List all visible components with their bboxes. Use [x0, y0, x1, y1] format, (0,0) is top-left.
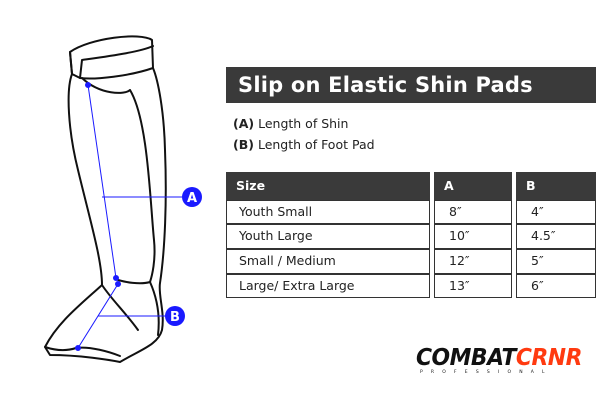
combatcrnr-logo: COMBATCRNR [416, 346, 582, 370]
measurement-lines [75, 82, 182, 351]
cell-b: 5″ [516, 249, 596, 274]
legend-item-a: (A) Length of Shin [233, 116, 348, 131]
logo-part1: COMBAT [416, 345, 516, 371]
legend-item-b: (B) Length of Foot Pad [233, 137, 375, 152]
shin-pad-outline [44, 35, 167, 363]
header-b: B [516, 172, 596, 200]
marker-b: B [165, 306, 185, 326]
legend-key: (B) [233, 137, 254, 152]
legend-key: (A) [233, 116, 255, 131]
page-title: Slip on Elastic Shin Pads [226, 67, 596, 103]
logo-tagline: PROFESSIONAL [420, 370, 553, 375]
svg-text:B: B [170, 310, 180, 325]
svg-text:A: A [187, 191, 197, 206]
header-a: A [434, 172, 512, 200]
cell-a: 10″ [434, 224, 512, 249]
marker-a: A [182, 187, 202, 207]
header-size: Size [226, 172, 430, 200]
logo-part2: CRNR [515, 345, 583, 371]
cell-a: 8″ [434, 200, 512, 224]
cell-size: Youth Small [226, 200, 430, 224]
cell-b: 6″ [516, 274, 596, 298]
cell-size: Youth Large [226, 224, 430, 249]
cell-a: 13″ [434, 274, 512, 298]
cell-b: 4″ [516, 200, 596, 224]
legend-text: Length of Shin [258, 116, 349, 131]
legend-text: Length of Foot Pad [257, 137, 375, 152]
cell-size: Small / Medium [226, 249, 430, 274]
cell-b: 4.5″ [516, 224, 596, 249]
cell-a: 12″ [434, 249, 512, 274]
cell-size: Large/ Extra Large [226, 274, 430, 298]
